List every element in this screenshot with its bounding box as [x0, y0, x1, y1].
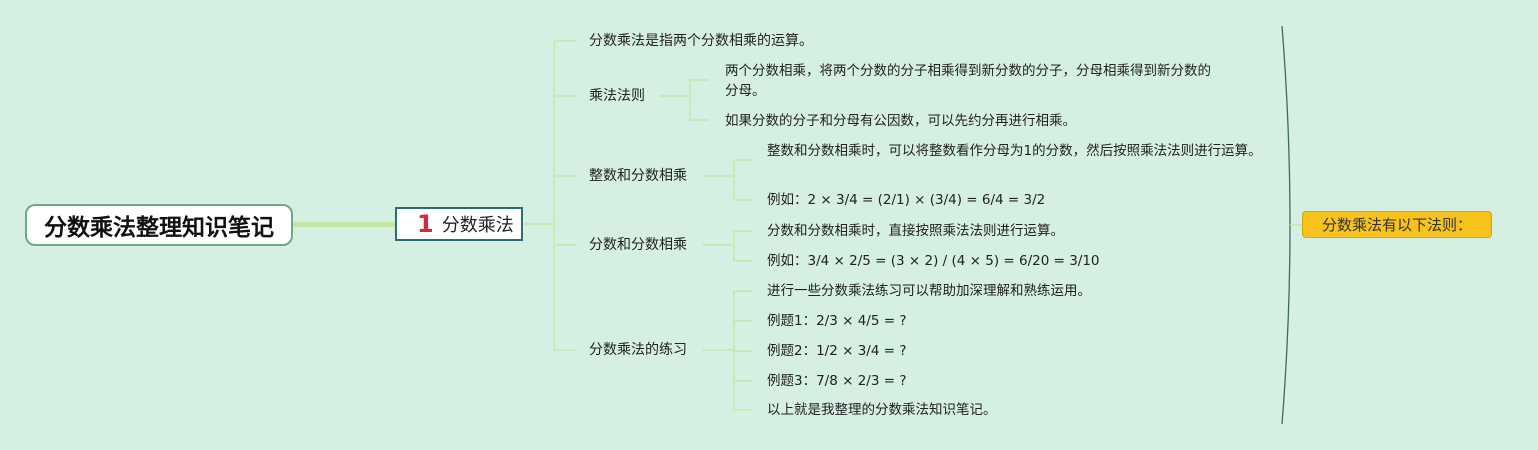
fraction-fraction-node[interactable]: 分数和分数相乘 — [589, 237, 687, 253]
summary-text: 分数乘法有以下法则： — [1321, 216, 1472, 234]
root-title: 分数乘法整理知识笔记 — [44, 215, 274, 241]
main-topic[interactable]: 1 分数乘法 — [395, 207, 523, 241]
practice-connector — [702, 290, 752, 411]
rule-item-2[interactable]: 如果分数的分子和分母有公因数，可以先约分再进行相乘。 — [725, 113, 1076, 129]
fraction-fraction-example[interactable]: 例如：3/4 × 2/5 = (3 × 2) / (4 × 5) = 6/20 … — [767, 253, 1100, 269]
integer-connector — [702, 159, 752, 201]
practice-example-1[interactable]: 例题1：2/3 × 4/5 = ? — [767, 313, 907, 329]
integer-fraction-node[interactable]: 整数和分数相乘 — [589, 168, 687, 184]
fraction-connector — [702, 230, 752, 262]
practice-item-intro[interactable]: 进行一些分数乘法练习可以帮助加深理解和熟练运用。 — [767, 283, 1091, 299]
rule-node[interactable]: 乘法法则 — [589, 88, 645, 104]
integer-fraction-item-1[interactable]: 整数和分数相乘时，可以将整数看作分母为1的分数，然后按照乘法法则进行运算。 — [767, 143, 1262, 159]
integer-fraction-example[interactable]: 例如：2 × 3/4 = (2/1) × (3/4) = 6/4 = 3/2 — [767, 192, 1046, 208]
summary-node[interactable]: 分数乘法有以下法则： — [1302, 211, 1492, 238]
main-topic-title: 分数乘法 — [441, 215, 514, 236]
summary-brace — [1281, 25, 1291, 425]
definition-node[interactable]: 分数乘法是指两个分数相乘的运算。 — [589, 33, 813, 49]
practice-node[interactable]: 分数乘法的练习 — [589, 342, 687, 358]
root-topic[interactable]: 分数乘法整理知识笔记 — [25, 204, 293, 246]
practice-example-3[interactable]: 例题3：7/8 × 2/3 = ? — [767, 373, 907, 389]
practice-example-2[interactable]: 例题2：1/2 × 3/4 = ? — [767, 343, 907, 359]
rule-item-1[interactable]: 两个分数相乘，将两个分数的分子相乘得到新分数的分子，分母相乘得到新分数的分母。 — [725, 63, 1211, 99]
topic-number-badge: 1 — [417, 210, 434, 238]
rule-connector — [660, 79, 708, 121]
fraction-fraction-item-1[interactable]: 分数和分数相乘时，直接按照乘法法则进行运算。 — [767, 223, 1064, 239]
practice-item-closing[interactable]: 以上就是我整理的分数乘法知识笔记。 — [767, 402, 997, 418]
